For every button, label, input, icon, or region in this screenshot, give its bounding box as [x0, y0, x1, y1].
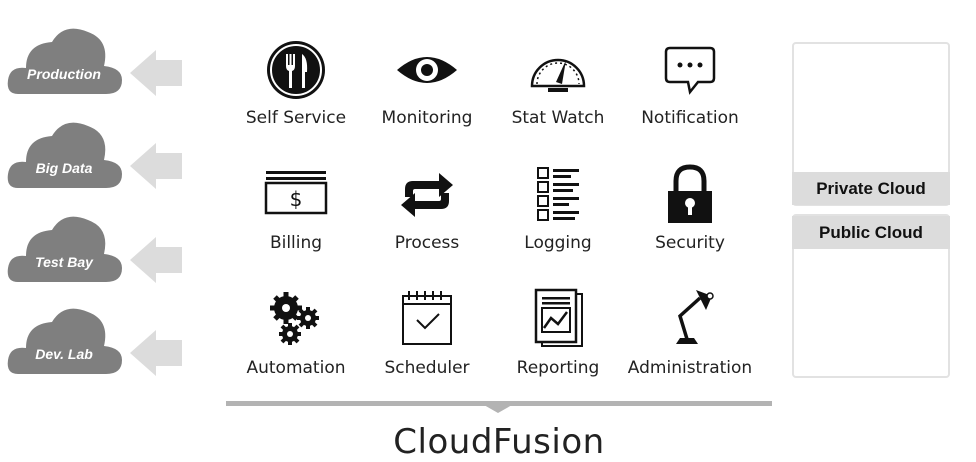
cloud-icon — [7, 28, 122, 95]
platform-bar — [226, 401, 772, 406]
dollar-bill-icon: $ — [264, 171, 328, 215]
desk-lamp-icon — [676, 290, 714, 344]
service-label: Billing — [269, 233, 323, 253]
service-label: Scheduler — [384, 358, 470, 378]
public-cloud-label: Public Cloud — [792, 216, 950, 249]
cloud-targets-panel: Private Cloud Public Cloud — [792, 42, 950, 378]
report-chart-icon — [534, 288, 583, 347]
environment-label: Big Data — [35, 160, 93, 176]
environment-label: Production — [27, 66, 101, 82]
service-security: Security — [620, 163, 760, 273]
left-arrow-icon — [130, 143, 182, 189]
service-monitoring: Monitoring — [357, 38, 497, 148]
svg-text:$: $ — [290, 187, 303, 211]
service-scheduler: Scheduler — [357, 288, 497, 398]
gears-icon — [270, 292, 319, 345]
service-label: Reporting — [516, 358, 600, 378]
service-label: Stat Watch — [511, 108, 605, 128]
service-label: Monitoring — [381, 108, 473, 128]
environment-cloud-dev-lab: Dev. Lab — [6, 298, 124, 378]
calendar-check-icon — [402, 291, 452, 345]
gauge-icon — [530, 58, 586, 92]
environment-cloud-big-data: Big Data — [6, 112, 124, 192]
private-cloud-label: Private Cloud — [792, 172, 950, 205]
checklist-icon — [537, 167, 579, 221]
cloud-icon — [7, 216, 122, 282]
platform-bar-notch — [484, 405, 512, 413]
service-label: Security — [655, 233, 725, 253]
environment-cloud-test-bay: Test Bay — [6, 206, 124, 286]
service-automation: Automation — [226, 288, 366, 398]
left-arrow-icon — [130, 50, 182, 96]
service-label: Self Service — [245, 108, 347, 128]
service-reporting: Reporting — [488, 288, 628, 398]
fork-knife-icon — [267, 41, 325, 99]
environment-label: Test Bay — [35, 254, 93, 270]
cloud-icon — [7, 308, 122, 374]
service-billing: $ Billing — [226, 163, 366, 273]
left-arrow-icon — [130, 330, 182, 376]
service-label: Administration — [627, 358, 753, 378]
service-process: Process — [357, 163, 497, 273]
service-label: Automation — [246, 358, 346, 378]
left-arrow-icon — [130, 237, 182, 283]
cycle-arrows-icon — [401, 173, 453, 217]
service-logging: Logging — [488, 163, 628, 273]
service-self-service: Self Service — [226, 38, 366, 148]
cloud-icon — [7, 122, 122, 188]
padlock-icon — [668, 164, 712, 223]
service-administration: Administration — [620, 288, 760, 398]
eye-icon — [397, 57, 457, 83]
environment-cloud-production: Production — [6, 18, 124, 98]
service-label: Logging — [524, 233, 592, 253]
brand-title: CloudFusion — [393, 422, 605, 462]
service-label: Notification — [641, 108, 739, 128]
chat-bubble-icon — [664, 46, 716, 95]
service-notification: Notification — [620, 38, 760, 148]
environment-label: Dev. Lab — [35, 346, 93, 362]
service-stat-watch: Stat Watch — [488, 38, 628, 148]
service-label: Process — [394, 233, 460, 253]
